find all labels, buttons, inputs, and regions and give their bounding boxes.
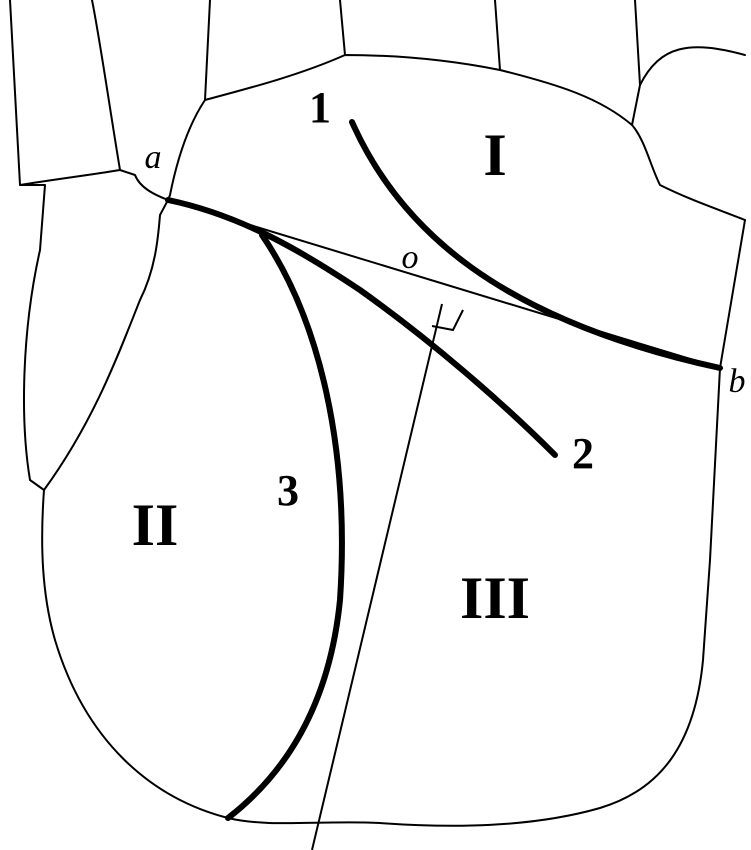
- finger-divider-4: [632, 0, 640, 125]
- finger-divider-3: [495, 0, 500, 70]
- finger-divider-2: [340, 0, 345, 55]
- line-a-b: [168, 200, 720, 368]
- palm-outline: [10, 0, 745, 826]
- thumb-inner-boundary: [44, 0, 168, 490]
- line-label-2: 2: [572, 429, 594, 478]
- thumb-crease-line: [20, 170, 120, 185]
- line-label-3: 3: [277, 466, 299, 515]
- line-label-1: 1: [309, 83, 331, 132]
- thumb-boundary: [10, 0, 45, 490]
- point-label-b: b: [729, 363, 746, 400]
- palm-border: [42, 368, 720, 826]
- palm-right-edge: [720, 220, 745, 368]
- principal-lines: [168, 122, 720, 818]
- region-label-right: III: [460, 565, 530, 631]
- point-label-o: o: [402, 239, 419, 276]
- finger-divider-5: [640, 47, 745, 85]
- line-2-head: [168, 200, 555, 455]
- region-label-upper: I: [483, 122, 506, 188]
- region-label-left: II: [132, 492, 179, 558]
- right-angle-marker: [432, 310, 463, 330]
- perpendicular-line: [312, 304, 442, 850]
- finger-base-line: [168, 55, 745, 220]
- construction-lines: [168, 200, 720, 850]
- finger-divider-1: [205, 0, 210, 100]
- point-label-a: a: [145, 139, 162, 176]
- line-3-life: [228, 235, 342, 818]
